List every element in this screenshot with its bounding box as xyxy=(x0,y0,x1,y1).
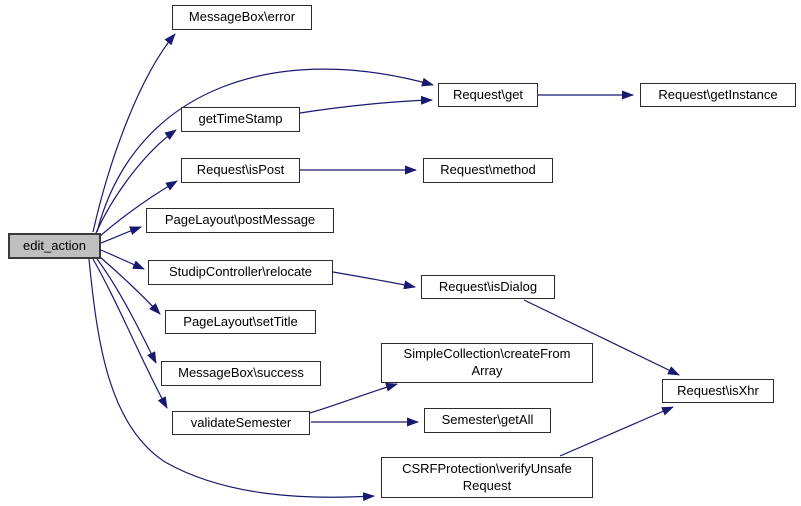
node-request-isxhr[interactable]: Request\isXhr xyxy=(662,379,774,403)
node-semester-getall[interactable]: Semester\getAll xyxy=(424,408,551,433)
node-messagebox-error[interactable]: MessageBox\error xyxy=(172,5,312,30)
edge-edit-action-to-request-get xyxy=(96,68,434,233)
node-request-isdialog[interactable]: Request\isDialog xyxy=(421,275,555,299)
edge-request-isdialog-to-request-isxhr xyxy=(523,299,680,376)
edge-edit-action-to-pagelayout-settitle xyxy=(99,256,161,315)
node-messagebox-success[interactable]: MessageBox\success xyxy=(161,361,321,386)
edge-edit-action-to-validatesemester xyxy=(92,258,168,409)
edge-edit-action-to-studipcontroller-relocate xyxy=(100,249,145,270)
node-request-method[interactable]: Request\method xyxy=(423,158,553,183)
node-gettimestamp[interactable]: getTimeStamp xyxy=(181,107,300,132)
node-edit-action: edit_action xyxy=(8,233,101,259)
node-csrfprotection-verifyunsaferequest[interactable]: CSRFProtection\verifyUnsafe Request xyxy=(381,457,593,498)
node-validatesemester[interactable]: validateSemester xyxy=(172,411,310,435)
edge-edit-action-to-pagelayout-postmessage xyxy=(100,226,142,244)
edge-edit-action-to-gettimestamp xyxy=(95,129,177,234)
node-request-get[interactable]: Request\get xyxy=(438,83,538,107)
edge-edit-action-to-messagebox-success xyxy=(96,258,157,364)
node-request-getinstance[interactable]: Request\getInstance xyxy=(640,83,796,107)
edge-gettimestamp-to-request-get xyxy=(299,95,433,114)
node-request-ispost[interactable]: Request\isPost xyxy=(181,158,300,183)
edge-studipcontroller-relocate-to-request-isdialog xyxy=(332,271,416,290)
node-simplecollection-createfromarray[interactable]: SimpleCollection\createFrom Array xyxy=(381,343,593,383)
edge-csrfprotection-verifyunsaferequest-to-request-isxhr xyxy=(559,406,674,457)
edge-edit-action-to-request-ispost xyxy=(98,180,178,238)
node-pagelayout-postmessage[interactable]: PageLayout\postMessage xyxy=(146,208,334,233)
edge-edit-action-to-messagebox-error xyxy=(92,33,176,233)
edge-edit-action-to-csrfprotection-verifyunsaferequest xyxy=(88,258,375,502)
node-pagelayout-settitle[interactable]: PageLayout\setTitle xyxy=(165,310,316,334)
node-studipcontroller-relocate[interactable]: StudipController\relocate xyxy=(148,260,333,285)
edge-validatesemester-to-simplecollection-createfromarray xyxy=(309,382,398,414)
